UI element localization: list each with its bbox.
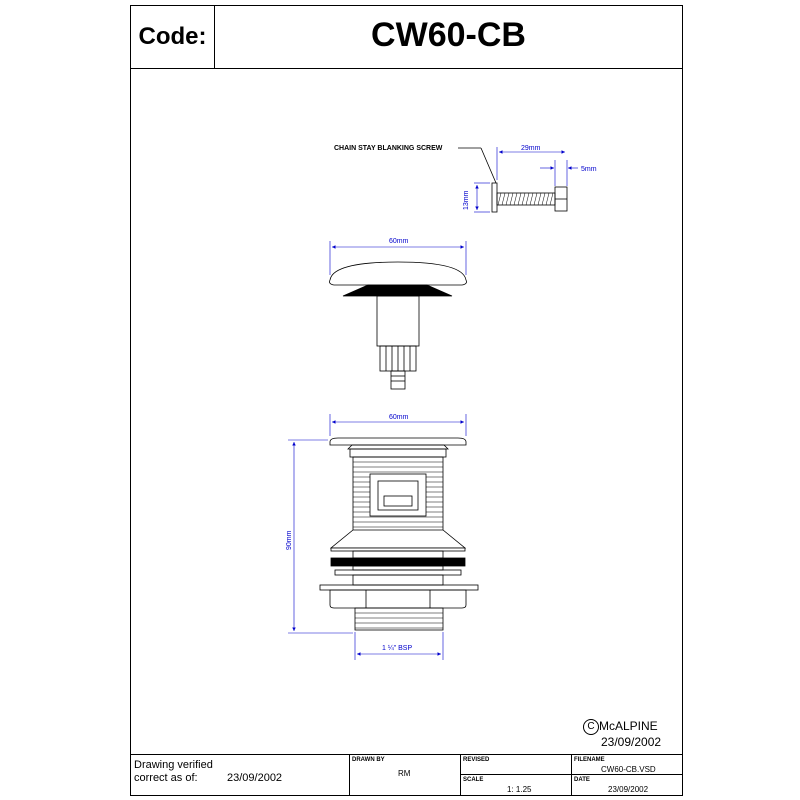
filename-label: FILENAME — [574, 757, 605, 763]
title-block-footer: Drawing verified correct as of: 23/09/20… — [131, 754, 682, 796]
plug-head — [329, 261, 467, 390]
scale-cell: SCALE 1: 1.25 — [461, 775, 572, 796]
drawn-by-value: RM — [398, 769, 411, 778]
screw-length-dim: 29mm — [521, 145, 541, 152]
copyright-icon: C — [583, 719, 599, 735]
copyright-date: 23/09/2002 — [601, 735, 662, 749]
plug-dimensions — [329, 241, 467, 275]
waste-body — [319, 437, 479, 631]
blanking-screw — [458, 147, 568, 213]
plug-width-dim: 60mm — [389, 238, 409, 245]
body-dimensions — [288, 414, 467, 660]
verified-label-1: Drawing verified — [134, 759, 213, 771]
revised-cell: REVISED — [461, 755, 572, 775]
date-cell: DATE 23/09/2002 — [572, 775, 682, 796]
code-label: Code: — [131, 6, 215, 68]
screw-callout: CHAIN STAY BLANKING SCREW — [334, 145, 443, 152]
scale-label: SCALE — [463, 777, 484, 783]
thread-dim: 1 ¼" BSP — [382, 645, 412, 652]
code-value: CW60-CB — [371, 16, 526, 54]
verified-date: 23/09/2002 — [227, 772, 283, 784]
date-value: 23/09/2002 — [608, 785, 649, 794]
title-block-header: Code: CW60-CB — [131, 6, 682, 69]
filename-cell: FILENAME CW60-CB.VSD — [572, 755, 682, 775]
drawn-by-cell: DRAWN BY RM — [350, 755, 461, 796]
screw-plate-dim: 13mm — [463, 190, 470, 210]
date-label: DATE — [574, 777, 590, 783]
screw-head-dim: 5mm — [581, 166, 597, 173]
screw-dimensions — [474, 147, 578, 213]
body-height-dim: 90mm — [286, 530, 293, 550]
revised-label: REVISED — [463, 757, 490, 763]
drawn-by-label: DRAWN BY — [352, 757, 385, 763]
scale-value: 1: 1.25 — [507, 785, 532, 794]
verified-label-2: correct as of: — [134, 772, 198, 784]
copyright-owner: McALPINE — [599, 719, 658, 734]
body-width-dim: 60mm — [389, 414, 409, 421]
filename-value: CW60-CB.VSD — [601, 765, 656, 774]
verified-cell: Drawing verified correct as of: 23/09/20… — [131, 755, 350, 796]
